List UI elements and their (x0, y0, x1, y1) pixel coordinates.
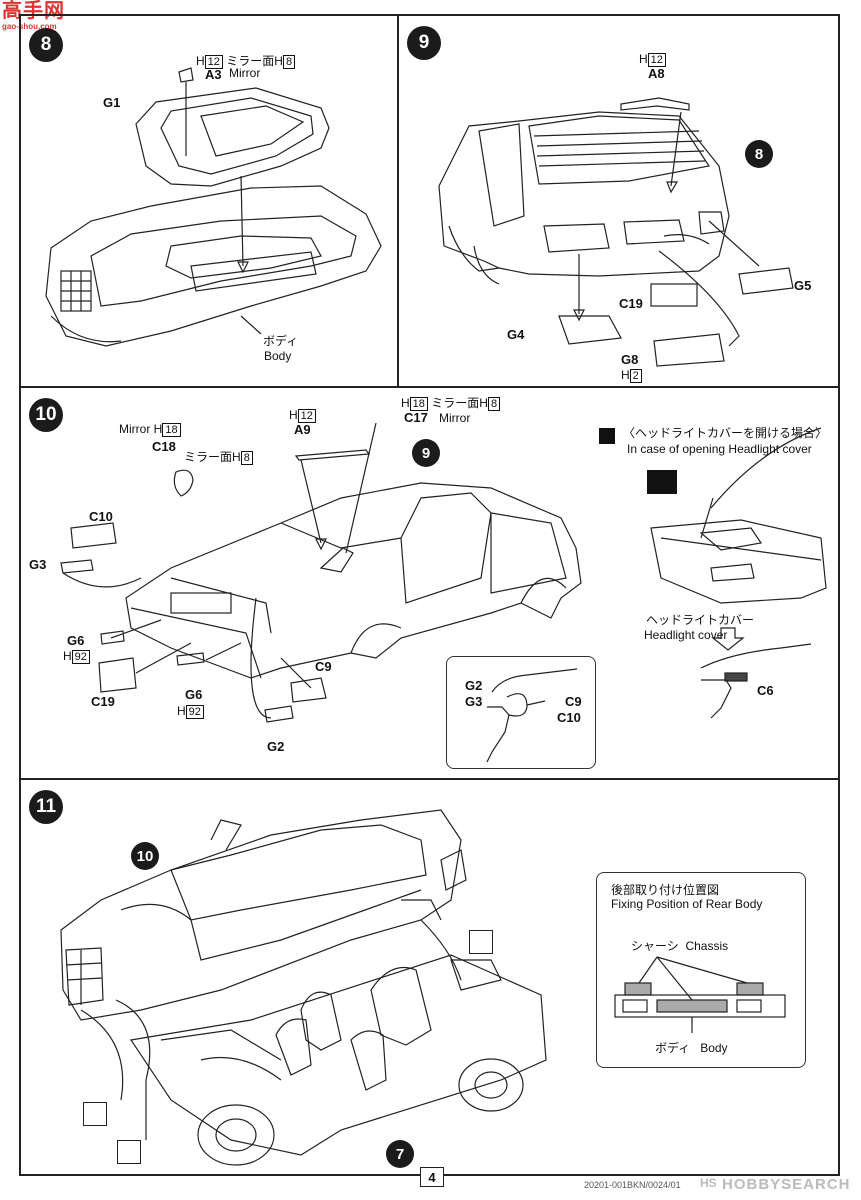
option-title-jp: 〈ヘッドライトカバーを開ける場合〉 (623, 426, 828, 440)
inset-label-g2: G2 (465, 678, 483, 693)
label-mirror: Mirror (229, 66, 261, 80)
label-c19: C19 (91, 694, 115, 709)
label-mirror-en: Mirror (439, 411, 471, 425)
label-c18: C18 (152, 439, 176, 454)
watermark-logo: 高手网 gao-shou.com (2, 0, 65, 31)
ref-step-8: 8 (745, 140, 773, 168)
label-chassis: シャーシ Chassis (631, 939, 729, 953)
cement-icon (469, 930, 493, 954)
body-chassis-drawing (60, 809, 547, 1166)
option-icon (599, 428, 615, 444)
ref-step-9: 9 (412, 439, 440, 467)
rear-hatch-drawing (45, 67, 382, 347)
front-view-drawing (60, 422, 827, 723)
fix-title-en: Fixing Position of Rear Body (611, 897, 763, 911)
inset-label-c9: C9 (565, 694, 582, 709)
inset-label-c10: C10 (557, 710, 581, 725)
label-c17: C17 (404, 410, 428, 425)
label-a3: A3 (205, 67, 222, 82)
label-body-en: Body (264, 349, 292, 363)
step-10-number: 10 (29, 398, 63, 432)
watermark-brand: HOBBYSEARCH (722, 1176, 851, 1193)
label-g4: G4 (507, 327, 525, 342)
label-g3: G3 (29, 557, 47, 572)
label-c9: C9 (315, 659, 332, 674)
label-g6-left: G6 (67, 633, 85, 648)
cement-icon (83, 1102, 107, 1126)
step-11-number: 11 (29, 790, 63, 824)
step-8-number: 8 (29, 28, 63, 62)
label-a9: A9 (294, 422, 311, 437)
label-g5: G5 (794, 278, 812, 293)
detail-inset: G2 G3 C9 C10 (446, 656, 596, 769)
inset-label-g3: G3 (465, 694, 483, 709)
page-number: 4 (420, 1167, 444, 1187)
rear-view-drawing (438, 97, 794, 367)
label-cover-en: Headlight cover (644, 628, 728, 642)
label-cover-jp: ヘッドライトカバー (646, 613, 755, 627)
fix-title-jp: 後部取り付け位置図 (611, 883, 720, 897)
option-title-en: In case of opening Headlight cover (627, 442, 812, 456)
step-11-panel: 11 10 7 後部取り付け位置図 Fixing Position of Rea… (19, 778, 840, 1176)
footer-code: 20201-001BKN/0024/01 (584, 1180, 681, 1190)
label-c19: C19 (619, 296, 643, 311)
label-g6-right: G6 (185, 687, 203, 702)
label-body: ボディ Body (655, 1041, 728, 1055)
fixing-position-inset: 後部取り付け位置図 Fixing Position of Rear Body シ… (596, 872, 806, 1068)
paint-swatch-icon (647, 470, 677, 494)
fixing-diagram (614, 956, 786, 1033)
label-body-jp: ボディ (263, 334, 299, 348)
label-a8: A8 (648, 66, 665, 81)
ref-step-10: 10 (131, 842, 159, 870)
label-g8: G8 (621, 352, 639, 367)
watermark-mark: HS (700, 1176, 717, 1190)
step-9-number: 9 (407, 26, 441, 60)
label-g1: G1 (103, 95, 121, 110)
ref-step-7: 7 (386, 1140, 414, 1168)
label-c6: C6 (757, 683, 774, 698)
cement-icon (117, 1140, 141, 1164)
label-c10: C10 (89, 509, 113, 524)
inset-clip-drawing (486, 668, 578, 763)
label-g2: G2 (267, 739, 285, 754)
